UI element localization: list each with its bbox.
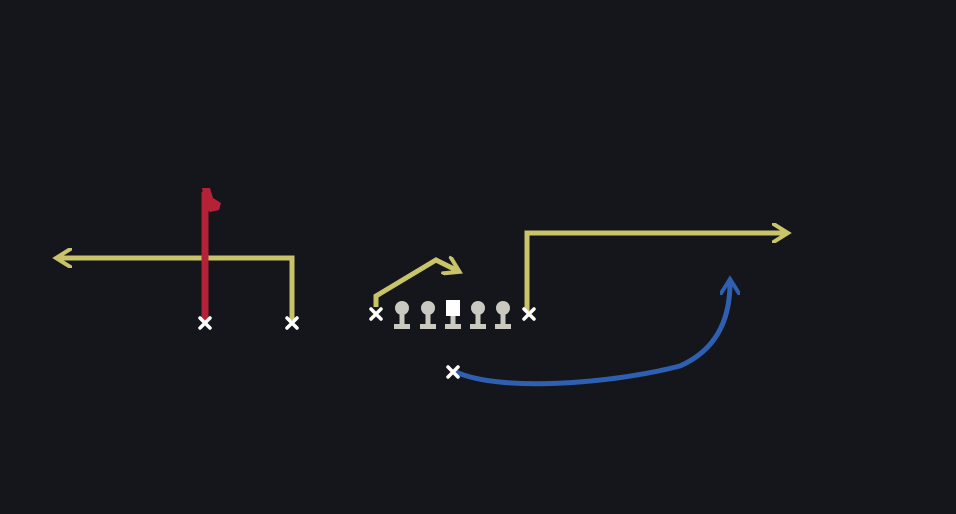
lineman-icon: [394, 301, 410, 329]
lineman-icon: [420, 301, 436, 329]
offensive-line: [394, 300, 511, 329]
player-marker-running-back: [446, 365, 460, 379]
player-marker-receiver-3: [369, 307, 383, 321]
route-receiver-2: [60, 258, 295, 320]
player-marker-receiver-1: [198, 316, 212, 330]
player-marker-receiver-4: [522, 307, 536, 321]
route-receiver-4: [524, 233, 784, 311]
lineman-icon: [495, 301, 511, 329]
center-icon: [445, 300, 461, 329]
route-receiver-1-flag: [202, 188, 221, 212]
player-marker-receiver-2: [285, 316, 299, 330]
route-running-back: [453, 283, 730, 387]
route-receiver-3: [373, 260, 456, 307]
lineman-icon: [470, 301, 486, 329]
